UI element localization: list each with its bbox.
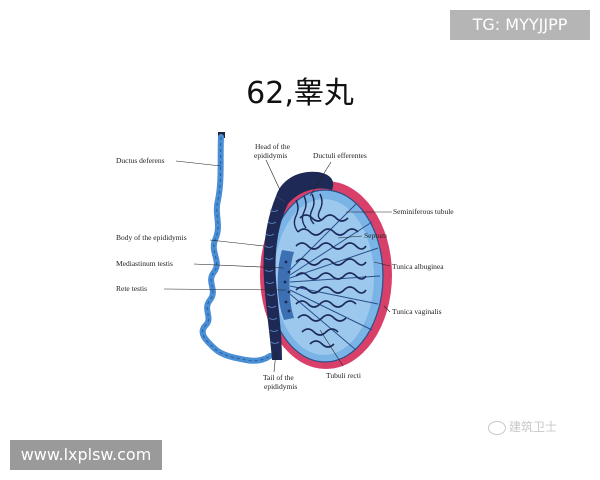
leader-rete-testis bbox=[163, 288, 287, 291]
leader-mediastinum-testis bbox=[193, 263, 285, 269]
rete-testis bbox=[283, 260, 291, 313]
leader-tubuli-recti bbox=[319, 329, 344, 367]
watermark-bottom: www.lxplsw.com bbox=[10, 440, 162, 470]
leader-tunica-albuginea bbox=[373, 261, 391, 267]
mediastinum-testis bbox=[277, 250, 294, 320]
label-mediastinum-testis: Mediastinum testis bbox=[116, 259, 173, 268]
page-title: 62,睾丸 bbox=[246, 76, 354, 111]
label-ductuli-efferentes: Ductuli efferentes bbox=[313, 151, 367, 160]
leader-head-epididymis bbox=[265, 159, 281, 191]
testis-lobules bbox=[274, 199, 374, 355]
seminiferous-tubules bbox=[295, 214, 367, 348]
label-body-epididymis: Body of the epididymis bbox=[116, 233, 187, 242]
watermark-top: TG: MYYJJPP bbox=[450, 10, 590, 40]
leader-septum bbox=[337, 235, 363, 239]
label-head-epididymis-1: Head of the bbox=[255, 142, 291, 151]
ductuli-efferentes bbox=[293, 193, 323, 233]
label-septum: Septum bbox=[364, 231, 387, 240]
label-tail-epididymis-2: epididymis bbox=[264, 382, 297, 391]
leader-body-epididymis bbox=[209, 239, 265, 247]
leader-tunica-vaginalis bbox=[383, 305, 391, 313]
weibo-icon bbox=[488, 420, 506, 435]
label-ductus-deferens: Ductus deferens bbox=[116, 156, 165, 165]
leader-ductuli-efferentes bbox=[309, 161, 332, 197]
epididymis-head bbox=[276, 171, 334, 204]
weibo-handle: 建筑卫士 bbox=[509, 420, 558, 434]
label-tunica-albuginea: Tunica albuginea bbox=[392, 262, 444, 271]
epididymis-coils bbox=[264, 209, 280, 344]
ductus-deferens bbox=[199, 134, 273, 364]
weibo-watermark: 建筑卫士 bbox=[488, 418, 557, 435]
leader-ductus-deferens bbox=[175, 160, 222, 167]
leader-tail-epididymis bbox=[273, 351, 277, 373]
label-tubuli-recti: Tubuli recti bbox=[326, 371, 361, 380]
label-seminiferous-tubule: Seminiferous tubule bbox=[393, 207, 454, 216]
label-tunica-vaginalis: Tunica vaginalis bbox=[392, 307, 442, 316]
epididymis-body bbox=[263, 196, 288, 360]
label-head-epididymis-2: epididymis bbox=[254, 151, 287, 160]
label-tail-epididymis-1: Tail of the bbox=[263, 373, 294, 382]
label-rete-testis: Rete testis bbox=[116, 284, 147, 293]
